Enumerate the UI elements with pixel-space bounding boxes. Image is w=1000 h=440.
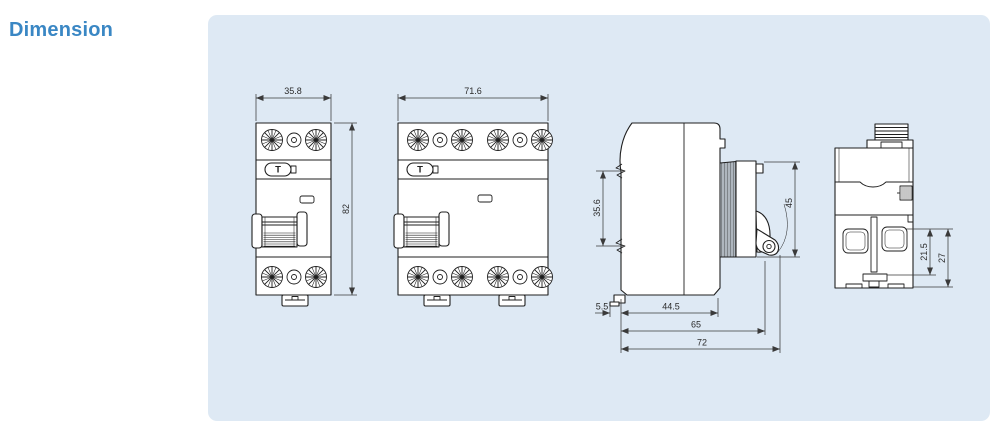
dim-rear-heights: 21.5 27 [887,228,953,288]
test-button-label: T [275,165,281,176]
top-terminal-knob [866,123,914,149]
dim-label-5-5: 5.5 [596,302,609,312]
dim-label-35-6: 35.6 [592,199,602,217]
terminal-opening-right [881,226,908,252]
dim-label-35-8: 35.8 [284,86,302,96]
dim-label-44-5: 44.5 [662,302,680,312]
section-title: Dimension [9,19,114,41]
cooling-fins [719,161,737,258]
handle-swing-arc [777,203,788,253]
side-latch [897,185,913,201]
rear-view: 21.5 27 [834,123,953,289]
side-view: 35.6 45 5.5 44.5 65 72 [592,122,800,353]
terminal-opening-left [842,228,869,254]
status-indicator-window [299,195,315,204]
front-view-2pole: T 35.8 82 [251,86,357,307]
front-view-4pole: T 71.6 [393,86,553,307]
din-claw-bottom [615,238,626,254]
bottom-clip-detail [845,273,905,289]
dim-label-21-5: 21.5 [919,243,929,261]
dim-width-4pole: 71.6 [397,86,549,121]
center-slot [870,216,878,273]
side-din-clip [609,294,626,307]
dim-label-45: 45 [784,198,794,208]
din-rail-clip-right [498,294,526,307]
dim-label-27: 27 [937,253,947,263]
dim-height-2pole: 82 [334,122,357,296]
test-button-label: T [417,165,423,176]
din-rail-clip-left [423,294,451,307]
dim-label-65: 65 [691,320,701,330]
front-cover [735,160,788,258]
din-rail-clip [281,294,309,307]
dim-handle-height: 45 [757,161,800,258]
terminal-screw-icons-bottom [261,266,327,288]
dim-width-2pole: 35.8 [255,86,332,121]
dim-rail-height: 35.6 [592,170,623,247]
dim-label-72: 72 [697,338,707,348]
terminal-screw-icons-top [261,129,327,151]
toggle-lever [251,211,308,249]
din-claw-top [615,163,626,179]
toggle-lever [393,211,450,249]
test-button: T [264,162,297,177]
dim-depth-chain: 5.5 44.5 65 72 [595,255,781,353]
dim-label-82: 82 [341,204,351,214]
status-indicator-window [477,194,493,203]
test-button: T [406,162,439,177]
dim-label-71-6: 71.6 [464,86,482,96]
